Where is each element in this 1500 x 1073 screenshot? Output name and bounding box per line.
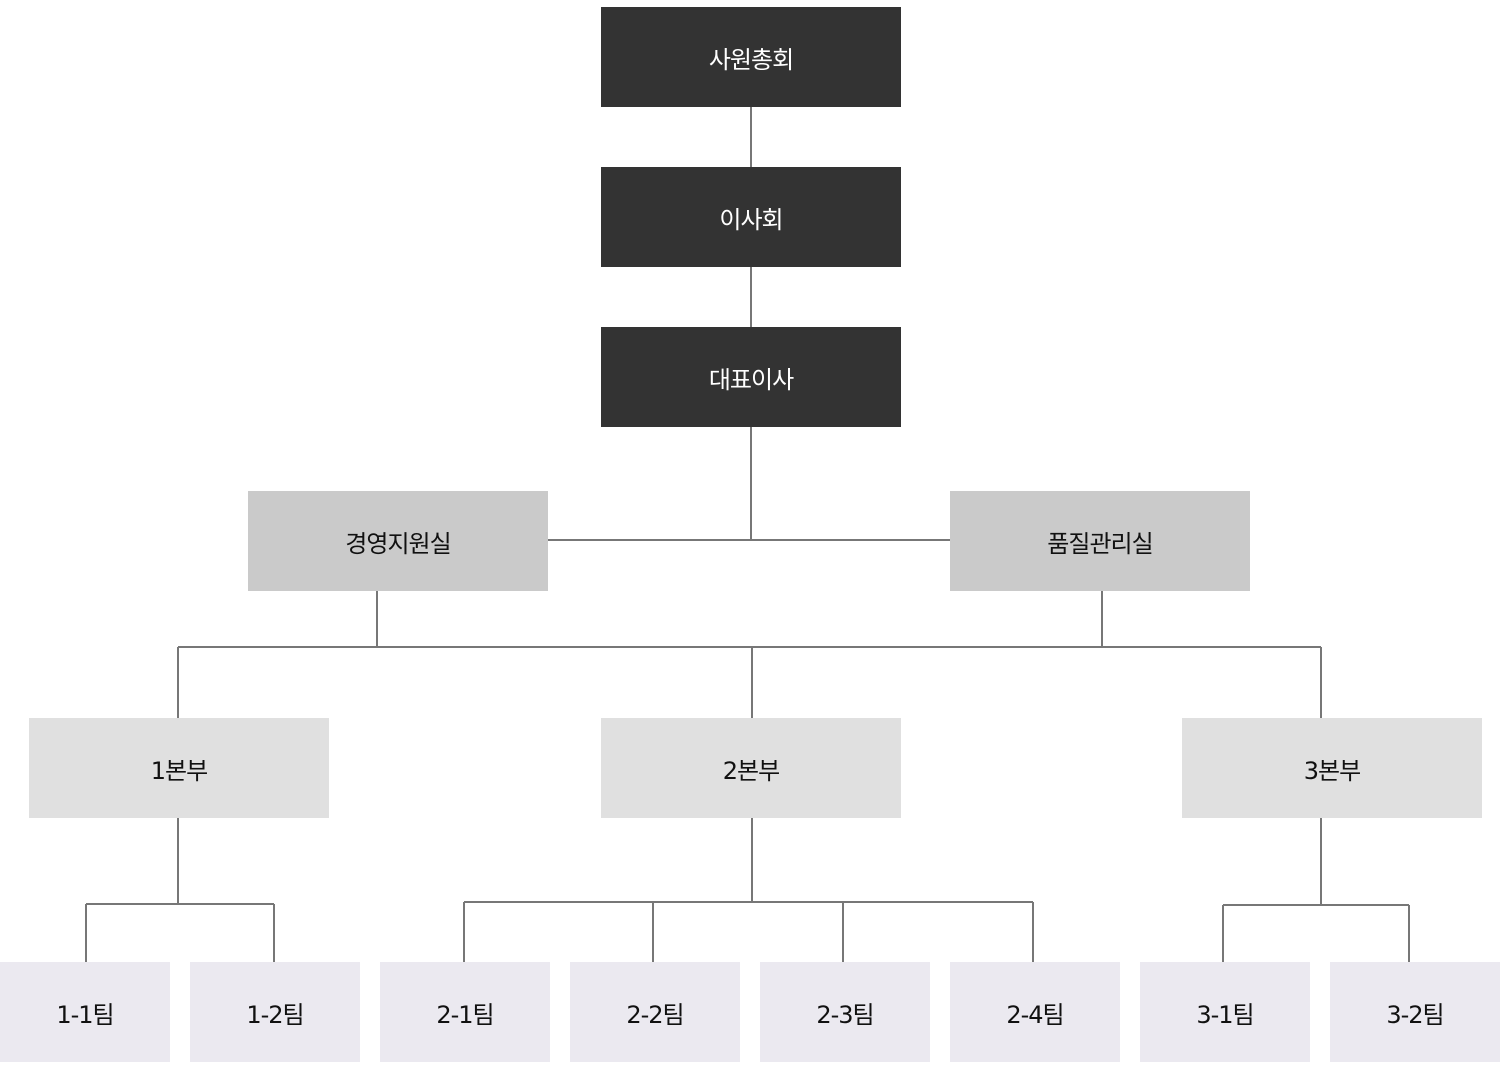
node-team: 3-1팀 <box>1140 962 1310 1062</box>
node-team: 2-4팀 <box>950 962 1120 1062</box>
node-general-meeting: 사원총회 <box>601 7 901 107</box>
node-division-2: 2본부 <box>601 718 901 818</box>
node-team: 1-2팀 <box>190 962 360 1062</box>
node-team: 3-2팀 <box>1330 962 1500 1062</box>
node-team: 1-1팀 <box>0 962 170 1062</box>
node-management-support: 경영지원실 <box>248 491 548 591</box>
node-ceo: 대표이사 <box>601 327 901 427</box>
node-team: 2-1팀 <box>380 962 550 1062</box>
node-team: 2-2팀 <box>570 962 740 1062</box>
node-division-3: 3본부 <box>1182 718 1482 818</box>
node-division-1: 1본부 <box>29 718 329 818</box>
node-board: 이사회 <box>601 167 901 267</box>
node-team: 2-3팀 <box>760 962 930 1062</box>
node-quality-management: 품질관리실 <box>950 491 1250 591</box>
